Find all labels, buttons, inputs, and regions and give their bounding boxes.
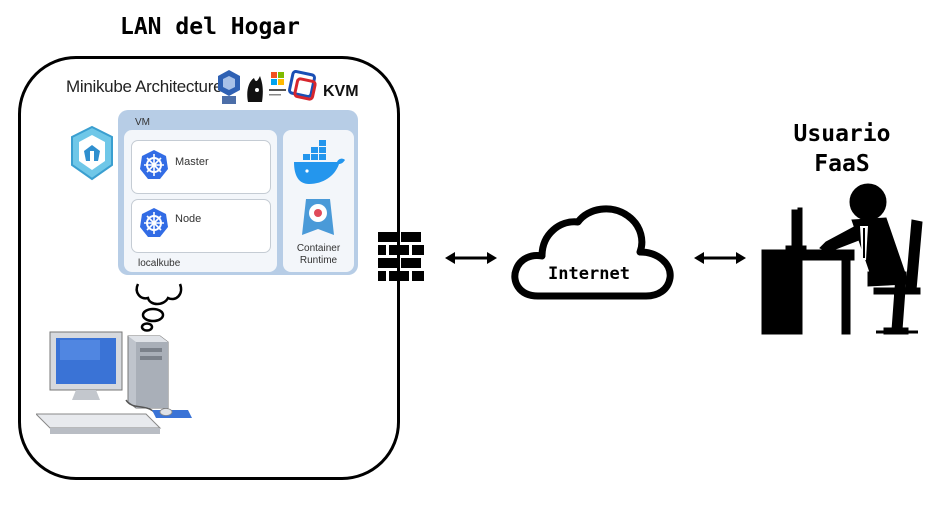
virtualbox-icon [218,70,240,104]
container-runtime-label: Container Runtime [283,243,354,267]
desktop-computer-icon [36,331,192,434]
user-label-line-2: FaaS [814,151,870,177]
minikube-logo-icon [71,125,113,181]
docker-icon [294,140,345,184]
user-label: Usuario FaaS [772,119,912,179]
master-label: Master [175,156,209,168]
hypervisor-logos [218,70,317,104]
rkt-runtime-icon [302,199,334,235]
firewall-icon [378,232,424,281]
kvm-icon: KVM [323,83,359,100]
container-runtime-line-1: Container [296,243,341,254]
thought-bubble-icon [135,283,183,332]
container-runtime-line-2: Runtime [299,255,338,266]
lan-boundary [18,56,400,480]
kubernetes-master-icon [140,150,168,179]
localkube-label: localkube [138,258,181,269]
node-label: Node [175,213,202,225]
double-arrow-firewall-internet [445,252,497,264]
vmware-fusion-icon [247,76,263,102]
lan-title: LAN del Hogar [119,14,300,40]
minikube-title: Minikube Architecture [66,77,223,96]
internet-label: Internet [548,264,630,284]
user-label-line-1: Usuario [793,121,891,147]
hyperv-icon [269,72,286,96]
xhyve-icon [288,70,317,101]
kubernetes-node-icon [140,208,168,237]
vm-label: VM [135,117,150,128]
user-at-desk-icon [761,183,923,335]
cloud-icon [511,205,674,300]
double-arrow-internet-user [694,252,746,264]
